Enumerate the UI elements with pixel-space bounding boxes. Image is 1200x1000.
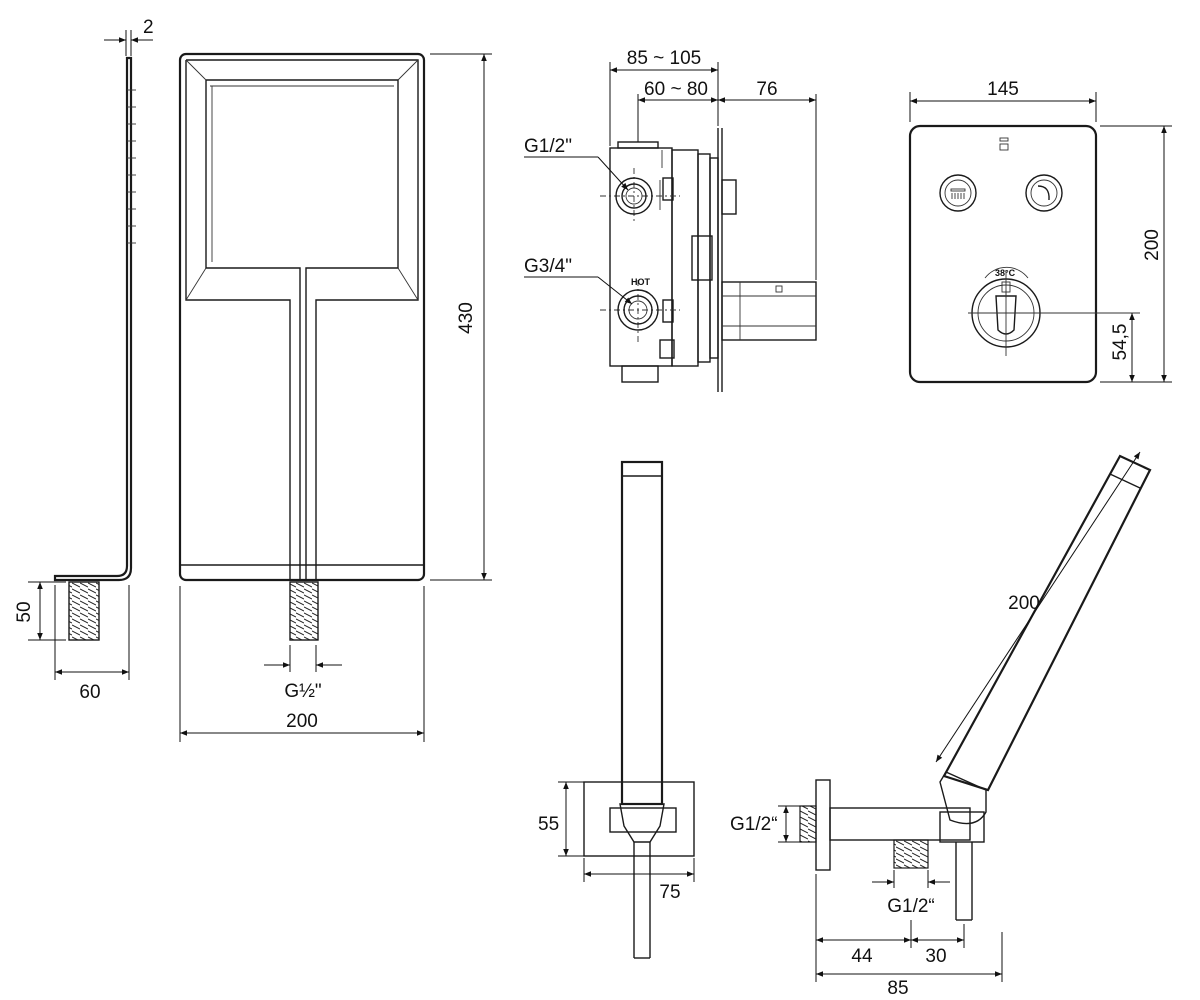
elbow-offset-b-label: 30 [925, 946, 946, 967]
dim-panel-width: 200 [179, 586, 425, 742]
shower-button [939, 174, 977, 212]
dim-hand-length: 200 [935, 451, 1141, 763]
elbow-offset-a-label: 44 [851, 946, 873, 967]
panel-side-view [53, 56, 136, 641]
dim-box-depth: 85 ~ 105 60 ~ 80 76 [609, 48, 817, 280]
panel-thread-label: G½" [284, 681, 321, 702]
dim-knob-height: 54,5 [1110, 313, 1135, 382]
dim-elbow-thread-side: G1/2“ [730, 805, 812, 843]
knob-height-label: 54,5 [1110, 324, 1131, 361]
mixer-box-side-view [600, 128, 817, 392]
dim-panel-depth: 60 [54, 585, 130, 703]
dim-inlet-length: 50 [14, 581, 66, 641]
panel-front-view [178, 52, 426, 641]
dim-elbow-offsets: 44 30 85 [815, 874, 1003, 999]
hand-bracket-width-label: 75 [659, 882, 680, 903]
plate-width-label: 145 [987, 79, 1019, 100]
hand-bracket-height-label: 55 [538, 814, 559, 835]
panel-side-thread [68, 581, 100, 641]
hot-label: HOT [631, 277, 651, 287]
hand-shower-button [1025, 174, 1063, 212]
box-protrusion-label: 76 [756, 79, 777, 100]
panel-front-thread [289, 581, 319, 641]
hand-shower-elbow-side [799, 454, 1152, 921]
elbow-total-label: 85 [887, 978, 908, 999]
temperature-label: 38°C [995, 268, 1016, 278]
inlet-length-label: 50 [14, 601, 35, 622]
elbow-thread-bottom-label: G1/2“ [887, 896, 935, 917]
plate-height-label: 200 [1142, 229, 1163, 261]
dim-panel-thread: G½" [264, 645, 342, 702]
box-depth-inner-label: 60 ~ 80 [644, 79, 708, 100]
callout-thread-top: G1/2" [524, 136, 629, 191]
elbow-thread-side-label: G1/2“ [730, 814, 778, 835]
panel-depth-label: 60 [79, 682, 100, 703]
thread-hot-label: G3/4" [524, 256, 572, 277]
cover-plate-front [908, 124, 1140, 384]
hand-length-label: 200 [1008, 593, 1040, 614]
dim-elbow-thread-bottom: G1/2“ [872, 870, 950, 917]
dim-plate-height: 200 [1100, 125, 1172, 383]
callout-thread-hot: G3/4" [524, 256, 633, 305]
dim-hand-bracket-height: 55 [538, 781, 584, 857]
box-depth-total-label: 85 ~ 105 [627, 48, 702, 69]
dim-panel-thickness: 2 [104, 17, 154, 56]
thread-top-label: G1/2" [524, 136, 572, 157]
hand-shower-front [583, 460, 695, 959]
dim-hand-bracket-width: 75 [583, 858, 695, 903]
dim-plate-width: 145 [909, 79, 1097, 122]
dim-panel-height: 430 [430, 53, 492, 581]
panel-width-label: 200 [286, 711, 318, 732]
panel-thickness-label: 2 [143, 17, 154, 38]
panel-height-label: 430 [456, 302, 477, 334]
